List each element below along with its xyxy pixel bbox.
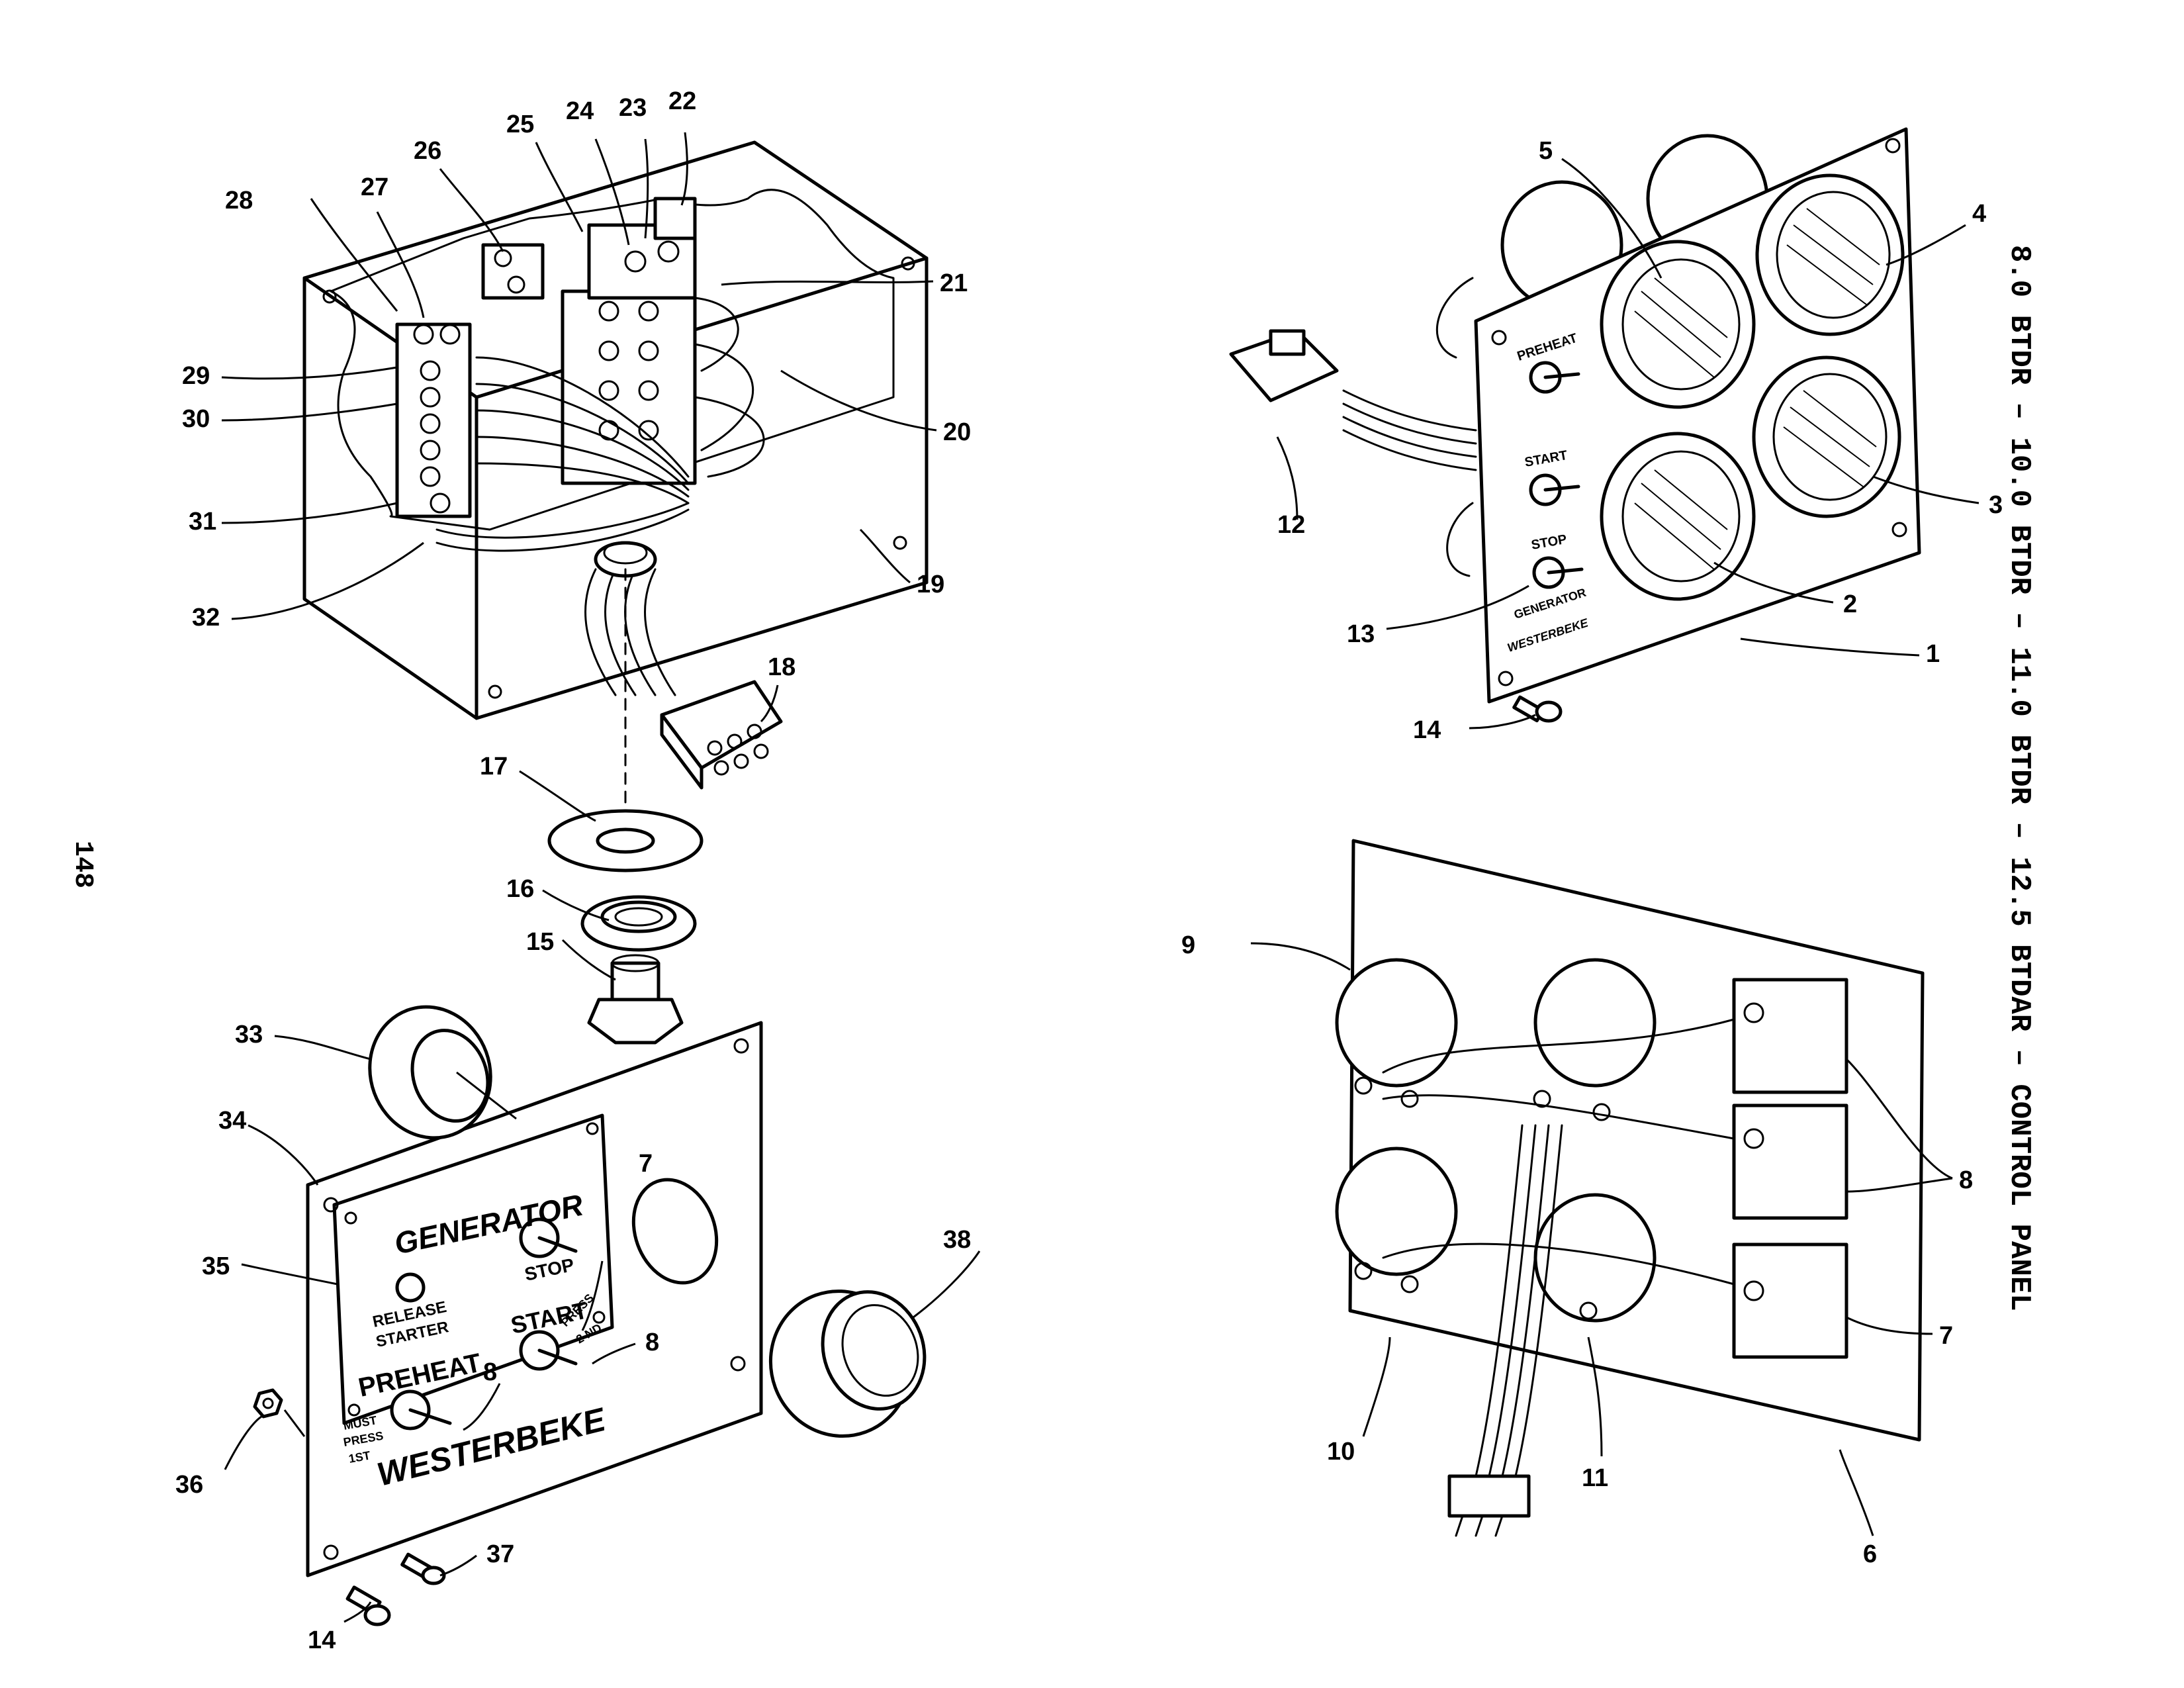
callout-19: 19 — [917, 571, 944, 598]
callout-36: 36 — [175, 1471, 203, 1499]
gauge-retaining-ring — [768, 1289, 927, 1438]
back-harness-plug — [1447, 1474, 1531, 1537]
callout-25: 25 — [506, 111, 534, 138]
terminal-strip — [395, 322, 472, 518]
callout-11: 11 — [1582, 1464, 1608, 1492]
callout-24: 24 — [566, 97, 594, 125]
mounting-screw-rear — [1512, 695, 1563, 723]
bulkhead-fitting — [587, 954, 684, 1045]
callout-leaders — [221, 132, 1979, 1623]
wire-harness — [435, 297, 765, 696]
gauge-top-left — [1600, 240, 1756, 409]
callout-33: 33 — [235, 1021, 263, 1049]
washer — [547, 809, 704, 872]
callout-16: 16 — [506, 875, 534, 903]
callout-15: 15 — [526, 928, 554, 956]
callout-32: 32 — [192, 604, 220, 632]
callout-14-rear: 14 — [1413, 716, 1441, 744]
preheat-toggle-switch[interactable] — [390, 1389, 452, 1430]
stop-toggle-switch[interactable] — [519, 1217, 578, 1258]
callout-22: 22 — [668, 87, 696, 115]
callout-21: 21 — [940, 269, 968, 297]
harness-connector — [660, 680, 783, 790]
side-title: 8.0 BTDR – 10.0 BTDR – 11.0 BTDR – 12.5 … — [2003, 245, 2036, 1311]
lock-nut — [580, 895, 697, 952]
callout-8-start: 8 — [645, 1329, 659, 1356]
callout-30: 30 — [182, 405, 210, 433]
callout-29: 29 — [182, 362, 210, 390]
gauge-panel-back-wiring — [1335, 839, 1925, 1537]
callout-5: 5 — [1539, 137, 1553, 165]
callout-7-front: 7 — [639, 1150, 653, 1178]
callout-34: 34 — [218, 1107, 246, 1135]
callout-1: 1 — [1926, 640, 1940, 668]
callout-27: 27 — [361, 173, 388, 201]
callout-7-back: 7 — [1939, 1322, 1953, 1350]
gauge-bezel-ring — [368, 1005, 517, 1140]
callout-28: 28 — [225, 187, 253, 214]
callout-3: 3 — [1989, 491, 2003, 519]
callout-37: 37 — [486, 1540, 514, 1568]
callout-38: 38 — [943, 1226, 971, 1254]
plate-screw — [400, 1552, 446, 1585]
front-panel-assembly: GENERATOR STOP RELEASE STARTER START PRE… — [306, 1021, 763, 1577]
callout-2: 2 — [1843, 590, 1857, 618]
callout-26: 26 — [414, 137, 441, 165]
callout-labels: 1 2 3 4 5 6 7 7 8 8 8 9 10 11 12 13 14 1… — [175, 87, 2003, 1654]
rear-stop-switch — [1532, 556, 1584, 589]
start-toggle-switch[interactable] — [519, 1330, 578, 1371]
callout-4: 4 — [1972, 200, 1986, 228]
callout-14-front: 14 — [308, 1626, 336, 1654]
mounting-screw-front — [345, 1585, 391, 1626]
gauge-bottom-left — [1600, 432, 1756, 601]
gauge-bottom-right — [1752, 355, 1901, 518]
gauge-top-right — [1755, 173, 1905, 336]
callout-12: 12 — [1277, 511, 1305, 539]
callout-8-back: 8 — [1959, 1166, 1973, 1194]
callout-9: 9 — [1181, 931, 1195, 959]
callout-6: 6 — [1863, 1540, 1877, 1568]
callout-31: 31 — [189, 508, 216, 536]
callout-20: 20 — [943, 418, 971, 446]
junction-box — [302, 140, 929, 720]
callout-17: 17 — [480, 753, 508, 780]
callout-35: 35 — [202, 1252, 230, 1280]
callout-8-preheat: 8 — [483, 1358, 497, 1386]
callout-18: 18 — [768, 653, 796, 681]
rear-preheat-switch — [1529, 361, 1580, 394]
gauge-harness-plug — [1229, 329, 1339, 402]
callout-13: 13 — [1347, 620, 1375, 648]
callout-23: 23 — [619, 94, 647, 122]
release-starter-button[interactable] — [395, 1272, 426, 1303]
callout-10: 10 — [1327, 1438, 1355, 1466]
page-number: 148 — [68, 841, 97, 888]
rear-start-switch — [1529, 473, 1580, 506]
relay-block — [481, 197, 697, 485]
hex-nut — [253, 1388, 283, 1419]
gauge-panel-rear-view: PREHEAT START STOP GENERATOR WESTERBEKE — [1229, 127, 1921, 704]
